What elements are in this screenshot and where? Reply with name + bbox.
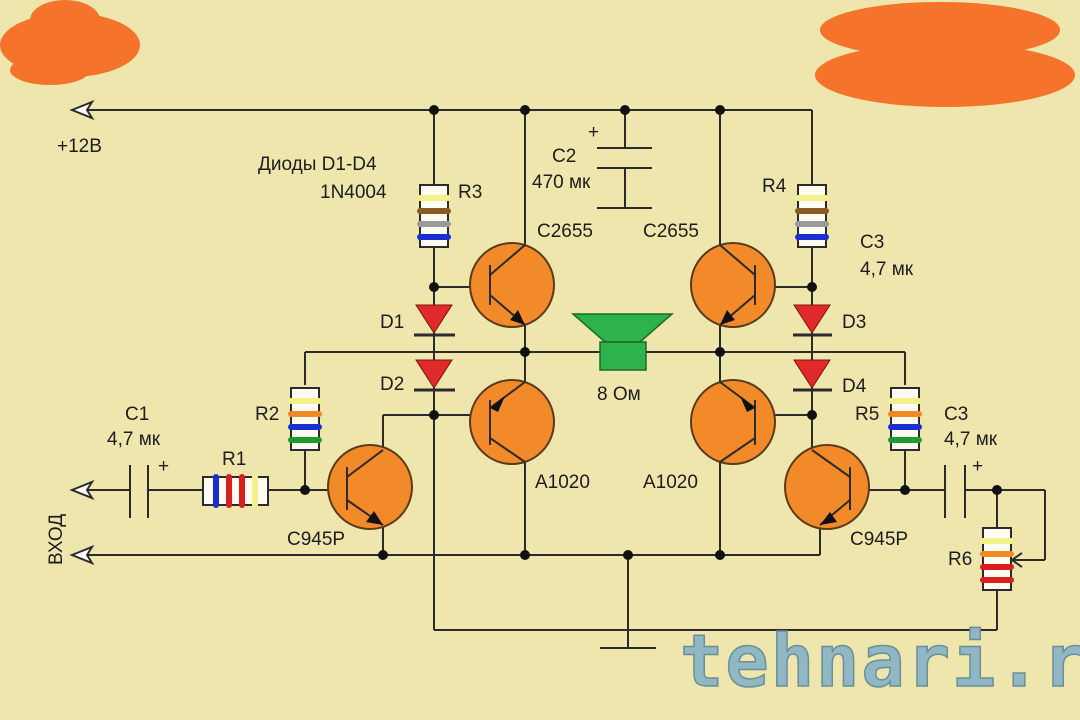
resistor-color-band	[888, 398, 922, 404]
input-terminal-arrows	[69, 479, 95, 566]
wires	[84, 109, 1046, 649]
resistor-r2	[288, 387, 322, 451]
transistor-q-in-right	[784, 444, 870, 530]
resistor-color-band	[213, 474, 219, 508]
resistor-color-band	[980, 564, 1014, 570]
resistor-color-band	[795, 221, 829, 227]
label-r5: R5	[855, 404, 879, 425]
resistor-r6	[980, 527, 1023, 591]
value-c3-bottom: 4,7 мк	[944, 429, 998, 450]
resistor-r3	[417, 184, 451, 248]
resistor-color-band	[417, 234, 451, 240]
capacitor-c2: +	[588, 122, 652, 209]
label-c2: C2	[552, 146, 576, 167]
transistor-q-top-right	[690, 242, 776, 328]
resistor-color-band	[980, 577, 1014, 583]
resistor-color-band	[417, 221, 451, 227]
junction-nodes	[300, 105, 1002, 560]
resistor-color-band	[417, 195, 451, 201]
label-d3: D3	[842, 312, 866, 333]
resistor-r5	[888, 387, 922, 451]
redaction-left	[0, 0, 140, 85]
capacitor-c1: +	[129, 456, 169, 518]
svg-text:+: +	[158, 456, 169, 477]
label-c3-bottom: C3	[944, 404, 968, 425]
redaction-right	[815, 2, 1075, 107]
label-r3: R3	[458, 182, 482, 203]
resistor-color-band	[888, 424, 922, 430]
label-r1: R1	[222, 449, 246, 470]
label-q-top-right: C2655	[643, 221, 699, 242]
resistor-r1	[202, 474, 269, 508]
resistor-color-band	[226, 474, 232, 508]
value-c1: 4,7 мк	[107, 429, 161, 450]
diodes-note-line2: 1N4004	[320, 182, 387, 203]
resistor-color-band	[888, 411, 922, 417]
label-q-mid-right: A1020	[643, 472, 698, 493]
label-d1: D1	[380, 312, 404, 333]
transistor-q-top-left	[469, 242, 555, 328]
resistor-color-band	[980, 538, 1014, 544]
resistor-color-band	[795, 195, 829, 201]
transistor-q-in-left	[327, 444, 413, 530]
value-c3-top: 4,7 мк	[860, 259, 914, 280]
resistor-color-band	[795, 208, 829, 214]
label-r6: R6	[948, 549, 972, 570]
diode-d4	[793, 359, 832, 392]
speaker-value: 8 Ом	[597, 384, 641, 405]
resistor-color-band	[288, 424, 322, 430]
label-r2: R2	[255, 404, 279, 425]
label-q-in-left: C945P	[287, 529, 345, 550]
resistor-color-band	[417, 208, 451, 214]
label-d2: D2	[380, 374, 404, 395]
label-q-in-right: C945P	[850, 529, 908, 550]
watermark: tehnari.ru	[680, 619, 1080, 703]
resistor-color-band	[980, 551, 1014, 557]
input-label: ВХОД	[46, 514, 67, 565]
transistor-q-mid-left	[469, 379, 555, 465]
diode-d2	[414, 359, 455, 392]
label-d4: D4	[842, 376, 867, 397]
label-q-mid-left: A1020	[535, 472, 590, 493]
transistor-q-mid-right	[690, 379, 776, 465]
resistor-r4	[795, 184, 829, 248]
resistor-color-band	[795, 234, 829, 240]
resistor-color-band	[888, 437, 922, 443]
speaker-icon	[571, 313, 674, 371]
resistor-color-band	[288, 411, 322, 417]
capacitor-c3: +	[944, 456, 983, 518]
value-c2: 470 мк	[532, 172, 591, 193]
svg-text:+: +	[972, 456, 983, 477]
resistor-color-band	[239, 474, 245, 508]
power-label: +12В	[57, 136, 102, 157]
diode-d3	[793, 304, 832, 337]
label-r4: R4	[762, 176, 787, 197]
resistor-color-band	[288, 437, 322, 443]
label-c3-top: C3	[860, 232, 884, 253]
label-c1: C1	[125, 404, 149, 425]
power-terminal-arrow	[69, 99, 95, 121]
resistor-color-band	[252, 474, 258, 508]
svg-text:+: +	[588, 122, 599, 143]
label-q-top-left: C2655	[537, 221, 593, 242]
diode-d1	[414, 304, 455, 337]
diodes-note-line1: Диоды D1-D4	[258, 154, 377, 175]
resistor-color-band	[288, 398, 322, 404]
